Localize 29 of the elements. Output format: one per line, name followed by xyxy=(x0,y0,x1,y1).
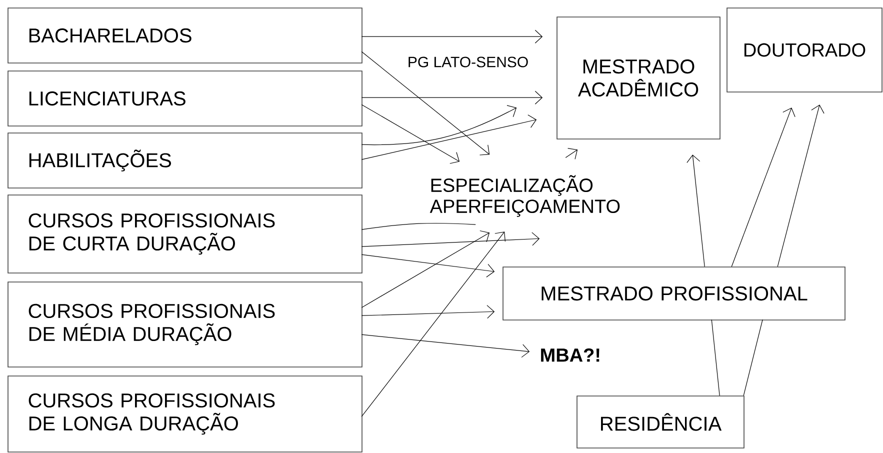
arrow xyxy=(361,232,540,247)
arrow xyxy=(361,105,517,146)
arrow xyxy=(565,148,578,160)
program-box: CURSOS PROFISSIONAIS DE LONGA DURAÇÃO xyxy=(8,376,362,452)
program-box: CURSOS PROFISSIONAIS DE MÉDIA DURAÇÃO xyxy=(8,282,362,368)
program-box: HABILITAÇÕES xyxy=(8,132,362,188)
program-box: DOUTORADO xyxy=(726,8,882,92)
arrow xyxy=(361,51,490,156)
arrow xyxy=(731,108,796,267)
program-box: BACHARELADOS xyxy=(8,8,362,64)
text-label: PG LATO-SENSO xyxy=(408,56,528,68)
program-box: RESIDÊNCIA xyxy=(576,396,744,448)
arrow xyxy=(361,305,495,319)
program-text: ESPECIALIZAÇÃO APERFEIÇOAMENTO xyxy=(430,175,620,217)
arrow xyxy=(361,230,490,308)
program-box: MESTRADO ACADÊMICO xyxy=(556,16,720,140)
arrow xyxy=(361,104,460,164)
program-box: CURSOS PROFISSIONAIS DE CURTA DURAÇÃO xyxy=(8,194,362,274)
arrow xyxy=(361,334,530,358)
program-text: MBA?! xyxy=(541,348,600,362)
program-box: MESTRADO PROFISSIONAL xyxy=(502,266,846,320)
program-box: LICENCIATURAS xyxy=(8,70,362,126)
arrow xyxy=(361,30,543,44)
arrow xyxy=(361,114,537,160)
arrow xyxy=(777,104,824,267)
arrow xyxy=(686,154,705,267)
arrow xyxy=(361,90,543,104)
arrow xyxy=(361,232,506,417)
arrow xyxy=(361,254,495,278)
